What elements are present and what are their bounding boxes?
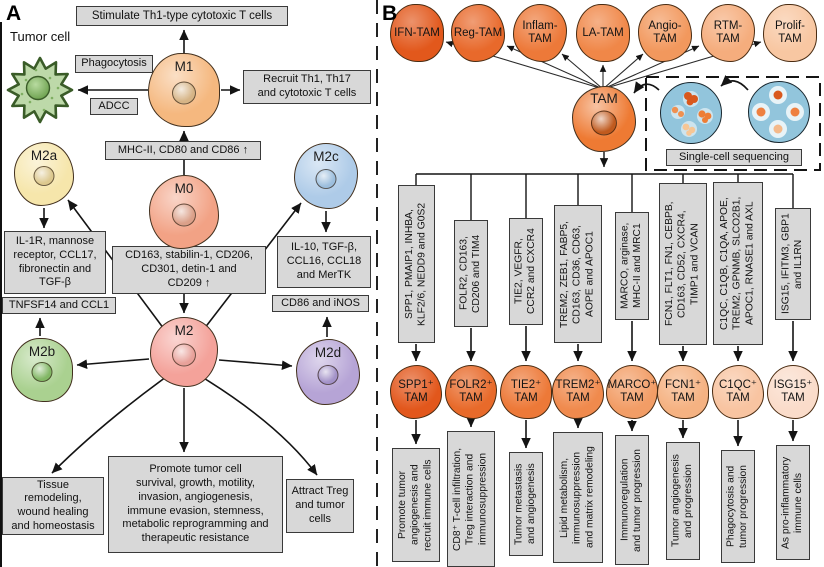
single-cell-plate-icon <box>748 81 810 143</box>
cell-m2c-nucleus <box>315 168 337 189</box>
function-box-folr2: CD8⁺ T-cell infiltration, Treg interacti… <box>447 431 495 567</box>
function-box-marco: Immunoregulation and tumor progression <box>615 435 649 565</box>
top-tam-prolif: Prolif- TAM <box>763 4 817 62</box>
tam-circle-marco: MARCO⁺ TAM <box>606 365 658 419</box>
tam-circle-tie2: TIE2⁺ TAM <box>500 365 552 419</box>
function-box-spp1: Promote tumor angiogenesis and recruit i… <box>392 448 440 562</box>
box-attract-treg: Attract Treg and tumor cells <box>286 479 354 533</box>
genes-box-isg15: ISG15, IFITM3, GBP1 and IL1RN <box>775 208 811 320</box>
box-mhc-cd80-cd86: MHC-II, CD80 and CD86 ↑ <box>105 141 261 160</box>
tumor-cell-icon <box>6 56 74 124</box>
tumor-cell-label: Tumor cell <box>10 29 71 44</box>
genes-box-tie2: TIE2, VEGFR, CCR2 and CXCR4 <box>509 218 543 325</box>
function-box-trem2: Lipid metabolism, immunosuppression and … <box>553 432 603 563</box>
cell-m0: M0 <box>149 175 219 249</box>
box-il10-markers: IL-10, TGF-β, CCL16, CCL18 and MerTK <box>277 236 371 288</box>
top-tam-la: LA-TAM <box>576 4 630 62</box>
genes-box-folr2: FOLR2, CD163, CD206 and TIM4 <box>454 220 488 327</box>
genes-box-c1qc: C1QC, C1QB, C1QA, APOE, TREM2, GPNMB, SL… <box>713 182 763 345</box>
cell-m2-nucleus <box>172 343 196 367</box>
cell-m1-nucleus <box>172 81 196 105</box>
cell-tam-label: TAM <box>590 91 618 106</box>
tam-circle-fcn1: FCN1⁺ TAM <box>657 365 709 419</box>
cell-m2a-label: M2a <box>30 148 58 163</box>
cell-m2b-label: M2b <box>28 344 56 359</box>
cell-m2-label: M2 <box>174 323 194 338</box>
cell-tam-nucleus <box>591 110 617 136</box>
sequencing-arrows <box>633 74 749 94</box>
tam-circle-isg15: ISG15⁺ TAM <box>767 365 819 419</box>
box-tnfsf14-ccl1: TNFSF14 and CCL1 <box>2 297 116 314</box>
cell-suspension-icon <box>660 82 722 144</box>
cell-m2b: M2b <box>11 338 73 402</box>
tam-circle-spp1: SPP1⁺ TAM <box>390 365 442 419</box>
top-tam-rtm: RTM- TAM <box>701 4 755 62</box>
top-tam-ifn: IFN-TAM <box>390 4 444 62</box>
cell-tam: TAM <box>572 86 636 152</box>
box-phagocytosis: Phagocytosis <box>75 55 153 73</box>
tam-circle-folr2: FOLR2⁺ TAM <box>445 365 497 419</box>
box-promote-tumor: Promote tumor cell survival, growth, mot… <box>108 456 283 553</box>
box-recruit-th1: Recruit Th1, Th17 and cytotoxic T cells <box>243 70 371 104</box>
genebox-to-circle-arrows <box>411 321 798 362</box>
tam-tree-connector <box>415 152 794 221</box>
function-box-fcn1: Tumor angiogenesis and progression <box>666 442 700 560</box>
cell-m2d-label: M2d <box>314 345 342 360</box>
genes-box-fcn1: FCN1, FLT1, FN1, CEBPB, CD163, CD52, CXC… <box>659 183 707 345</box>
box-tissue-remodeling: Tissue remodeling, wound healing and hom… <box>2 477 104 535</box>
circle-to-function-arrows <box>411 416 798 449</box>
single-cell-sequencing-frame <box>645 76 821 171</box>
cell-m0-label: M0 <box>174 181 194 196</box>
cell-m2c: M2c <box>294 143 358 209</box>
panel-a-label: A <box>6 2 22 25</box>
box-adcc: ADCC <box>90 98 138 115</box>
genes-box-trem2: TREM2, ZEB1, FABP5, CD163, CD36, CD63, A… <box>554 205 602 343</box>
cell-m2: M2 <box>150 317 218 387</box>
single-cell-sequencing-label: Single-cell sequencing <box>666 149 802 166</box>
box-il1r-markers: IL-1R, mannose receptor, CCL17, fibronec… <box>4 231 106 294</box>
cell-m2a-nucleus <box>33 166 55 187</box>
cell-m1: M1 <box>148 53 220 127</box>
box-cd86-inos: CD86 and iNOS <box>272 295 369 312</box>
cell-m2d-nucleus <box>317 364 339 385</box>
top-tam-angio: Angio- TAM <box>638 4 692 62</box>
cell-m2a: M2a <box>14 142 74 206</box>
box-stimulate-th1: Stimulate Th1-type cytotoxic T cells <box>76 6 288 26</box>
cell-m2d: M2d <box>296 339 360 405</box>
box-cd163-markers: CD163, stabilin-1, CD206, CD301, detin-1… <box>112 246 266 294</box>
cell-m0-nucleus <box>172 203 196 227</box>
genes-box-marco: MARCO, arginase, MHC-II and MRC1 <box>615 212 649 320</box>
function-box-isg15: As pro-inflammatory immune cells <box>776 445 810 560</box>
cell-suspension-content <box>671 91 713 137</box>
function-box-c1qc: Phagocytosis and tumor progression <box>721 450 755 563</box>
tam-circle-trem2: TREM2⁺ TAM <box>552 365 604 419</box>
top-tam-inflam: Inflam- TAM <box>513 4 567 62</box>
genes-box-spp1: SPP1, PMAIP1, INHBA, KLF2/6, NEDD9 and G… <box>398 185 435 343</box>
top-tam-reg: Reg-TAM <box>451 4 505 62</box>
cell-m2b-nucleus <box>31 362 53 383</box>
cell-m1-label: M1 <box>174 59 194 74</box>
single-cell-plate-content <box>752 86 804 138</box>
panel-b-label: B <box>382 2 398 25</box>
function-box-tie2: Tumor metastasis and angiogenesis <box>509 452 543 556</box>
cell-m2c-label: M2c <box>313 149 339 164</box>
tam-circle-c1qc: C1QC⁺ TAM <box>712 365 764 419</box>
